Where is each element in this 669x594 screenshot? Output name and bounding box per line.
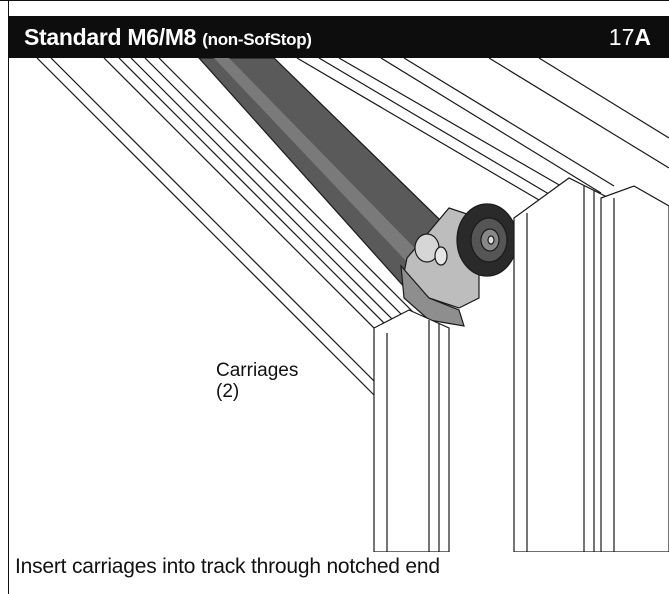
track-carriage-illustration <box>36 58 669 552</box>
track-edge-line <box>36 58 380 401</box>
track-edge-line <box>130 58 410 337</box>
title-sub: (non-SofStop) <box>202 30 312 49</box>
track-edge-line <box>118 58 408 347</box>
carriages-callout: Carriages (2) <box>216 360 298 402</box>
step-instruction: Insert carriages into track through notc… <box>15 555 440 578</box>
track-edge-line <box>103 58 405 359</box>
top-border <box>0 0 669 1</box>
track-edge-line <box>158 58 430 329</box>
track-edge-line <box>380 58 602 194</box>
track-edge-line <box>296 58 540 201</box>
track-edge-line <box>403 58 615 187</box>
track-channel-highlight <box>214 58 439 280</box>
title-main: Standard M6/M8 <box>24 24 197 50</box>
step-number-digits: 17 <box>608 24 635 50</box>
track-edge-line <box>488 58 669 169</box>
track-edge-line <box>338 58 562 187</box>
left-border <box>8 0 9 594</box>
step-title: Standard M6/M8 (non-SofStop) <box>24 24 312 51</box>
door-panel-far-right <box>600 185 669 552</box>
callout-label: Carriages <box>216 360 299 381</box>
track-edge-line <box>144 58 410 323</box>
door-panel-right <box>513 177 610 552</box>
door-panel-left <box>373 309 450 552</box>
track-edge-line <box>538 58 669 139</box>
step-header: Standard M6/M8 (non-SofStop) 17A <box>8 16 669 58</box>
carriage <box>400 203 518 327</box>
callout-count: (2) <box>216 381 240 402</box>
step-number-letter: A <box>634 24 651 50</box>
track-edge-line <box>50 58 380 387</box>
track-edge-line <box>318 58 560 201</box>
step-number: 17A <box>609 24 651 51</box>
